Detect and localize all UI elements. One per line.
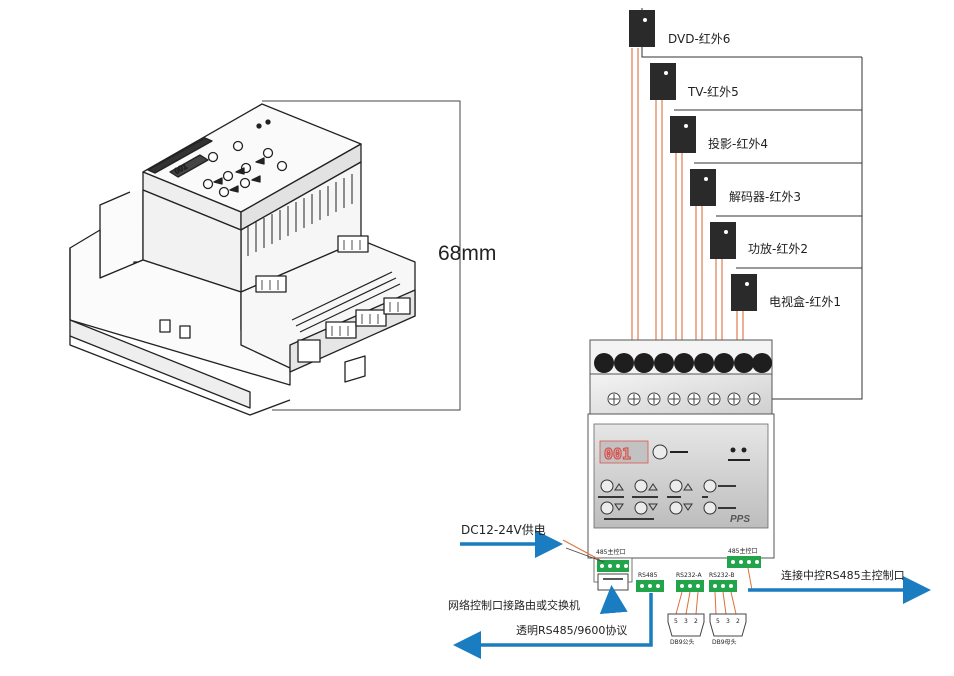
ir-emitter-4: 投影-红外4 — [670, 116, 768, 153]
ir-emitter-5: TV-红外5 — [650, 63, 739, 100]
port-rs485-label: RS485 — [638, 572, 658, 579]
port-rs232b-label: RS232-B — [709, 572, 735, 579]
emitter-5-label: TV-红外5 — [687, 84, 739, 99]
svg-text:3: 3 — [684, 618, 688, 625]
port-485-right-label: 485主控口 — [728, 547, 757, 555]
ir-emitter-3: 解码器-红外3 — [690, 169, 801, 206]
screw-terminals-top — [594, 353, 772, 373]
emitter-3-label: 解码器-红外3 — [729, 189, 801, 204]
emitter-enclosure-lines — [641, 8, 863, 400]
svg-text:3: 3 — [726, 618, 730, 625]
brand-label: PPS — [730, 514, 750, 525]
port-485-left-label: 485主控口 — [596, 548, 625, 556]
svg-text:5: 5 — [716, 618, 720, 625]
master-callout: 连接中控RS485主控制口 — [781, 568, 905, 582]
svg-text:2: 2 — [694, 618, 698, 625]
dimension-bracket — [262, 100, 461, 411]
ir-emitter-6: DVD-红外6 — [629, 10, 730, 47]
db9-male-connector: 5 3 2 DB9公头 — [667, 613, 705, 646]
dimension-label: 68mm — [438, 242, 496, 265]
display-code: 001 — [604, 445, 631, 463]
transparent-callout: 透明RS485/9600协议 — [516, 623, 627, 637]
db9-female-label: DB9母头 — [712, 638, 737, 646]
device-perspective-drawing: 001 — [69, 103, 416, 416]
ir-emitter-1: 电视盒-红外1 — [731, 274, 841, 311]
network-callout: 网络控制口接路由或交换机 — [448, 598, 580, 612]
ir-emitter-2: 功放-红外2 — [710, 222, 808, 259]
callout-arrows — [453, 530, 931, 659]
emitter-2-label: 功放-红外2 — [748, 241, 808, 256]
svg-text:2: 2 — [736, 618, 740, 625]
db9-cables — [675, 591, 737, 615]
power-callout: DC12-24V供电 — [461, 523, 546, 537]
db9-female-connector: 5 3 2 DB9母头 — [709, 613, 747, 646]
emitter-4-label: 投影-红外4 — [708, 136, 768, 151]
db9-male-label: DB9公头 — [670, 638, 695, 646]
port-rs232a-label: RS232-A — [676, 572, 702, 579]
emitter-1-label: 电视盒-红外1 — [769, 294, 841, 309]
controller-front-view: 001 PPS — [587, 339, 775, 592]
svg-text:5: 5 — [674, 618, 678, 625]
emitter-6-label: DVD-红外6 — [668, 31, 730, 46]
screw-terminals-bottom — [607, 392, 761, 406]
